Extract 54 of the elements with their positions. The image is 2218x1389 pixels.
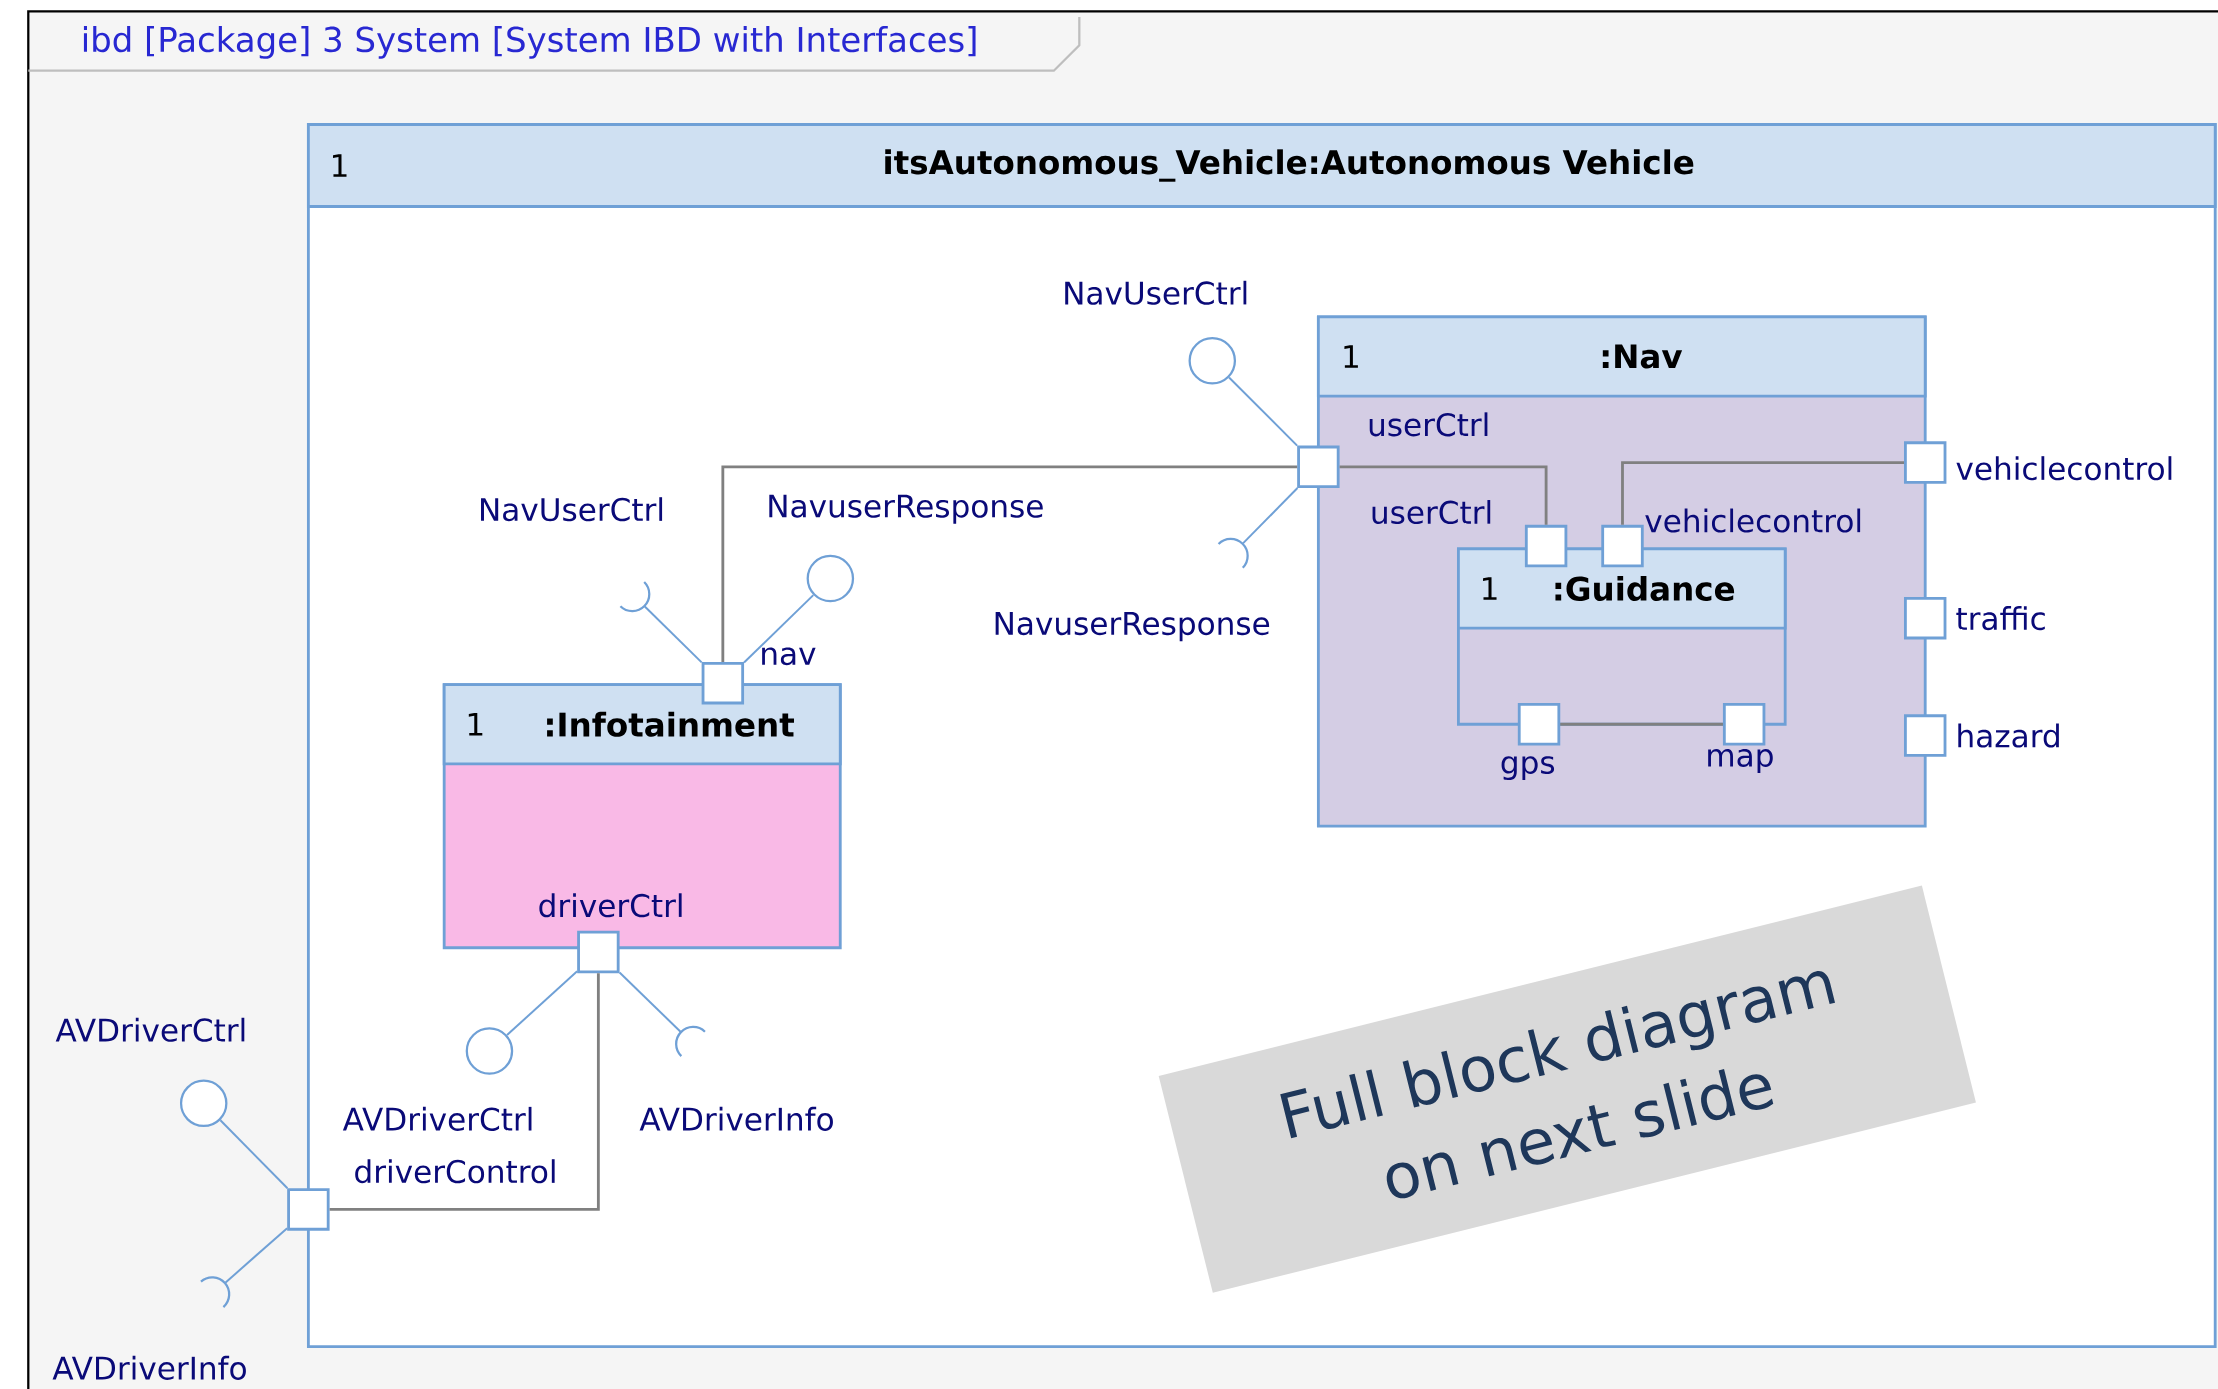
interface-label: NavUserCtrl <box>481 497 663 522</box>
interface-label: AVDriverInfo <box>639 1106 833 1131</box>
connector <box>721 465 1298 662</box>
connector <box>1339 465 1548 525</box>
port-label: userCtrl <box>1369 412 1488 437</box>
interface-label: AVDriverInfo <box>52 1355 246 1380</box>
connector <box>1228 376 1299 447</box>
socket-symbol <box>200 1276 231 1308</box>
port-label: hazard <box>1958 723 2059 748</box>
port <box>1601 524 1644 568</box>
port <box>1722 703 1766 746</box>
interface-label: NavuserResponse <box>995 612 1270 642</box>
interface-label: NavUserCtrl <box>1065 280 1247 305</box>
port <box>1904 596 1947 640</box>
lollipop-symbol <box>465 1027 514 1075</box>
port-label: userCtrl <box>1372 500 1491 525</box>
port <box>577 930 620 974</box>
block: 1 :Guidance <box>1457 547 1787 726</box>
connector <box>1560 722 1723 726</box>
connector <box>219 1119 289 1190</box>
connector <box>1621 461 1904 525</box>
socket-symbol <box>619 581 651 613</box>
socket-symbol <box>675 1025 706 1057</box>
port-label: driverControl <box>355 1159 555 1184</box>
port-label: map <box>1708 749 1773 773</box>
port <box>1904 441 1947 484</box>
connector <box>643 605 703 664</box>
port-label: driverCtrl <box>539 893 682 918</box>
socket-symbol <box>1217 537 1249 569</box>
connector <box>329 973 600 1211</box>
lollipop-symbol <box>179 1079 228 1128</box>
connector <box>618 971 682 1033</box>
port <box>1524 524 1568 568</box>
port <box>287 1188 330 1231</box>
connector <box>506 970 579 1036</box>
interface-label: NavuserResponse <box>769 494 1043 524</box>
lollipop-symbol <box>1188 336 1237 385</box>
connector <box>224 1227 289 1284</box>
port-label: vehiclecontrol <box>1956 456 2172 481</box>
port-label: gps <box>1501 756 1555 781</box>
interface-label: AVDriverCtrl <box>342 1106 532 1131</box>
port-label: nav <box>762 647 816 666</box>
connector <box>743 594 815 664</box>
frame-title: ibd [Package] 3 System [System IBD with Interfaces] <box>83 26 976 59</box>
lollipop-symbol <box>806 554 855 603</box>
port <box>1297 445 1340 488</box>
port-label: traffic <box>1956 606 2045 631</box>
port-label: vehiclecontrol <box>1645 508 1861 533</box>
port <box>1904 714 1947 757</box>
interface-label: AVDriverCtrl <box>55 1017 245 1042</box>
note-banner: Full block diagram on next slide <box>1158 885 1976 1293</box>
connector <box>1241 487 1299 545</box>
port <box>1517 703 1561 746</box>
port <box>701 662 745 705</box>
